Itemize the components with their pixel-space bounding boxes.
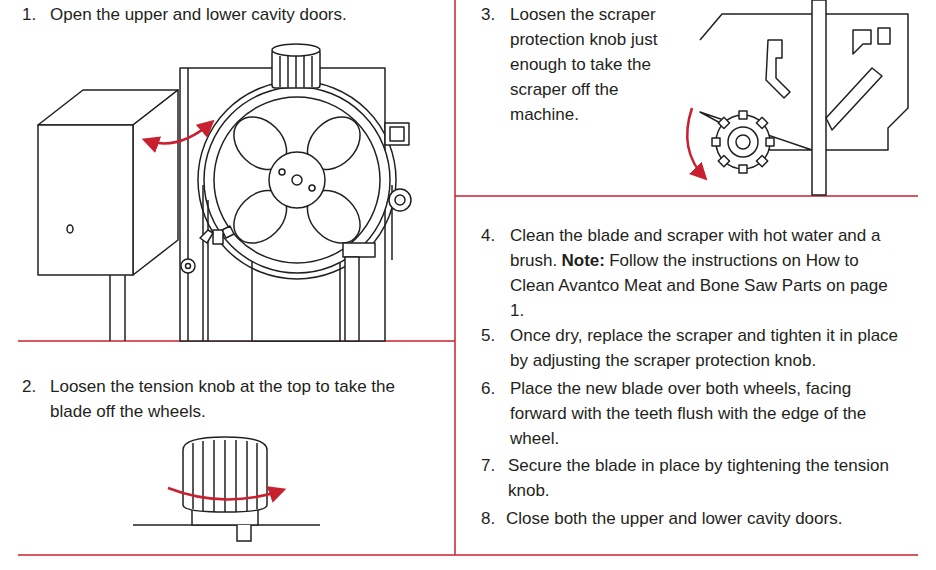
step-text: Once dry, replace the scraper and tighte… bbox=[510, 323, 905, 373]
step-number: 6. bbox=[481, 376, 505, 401]
step-text: Loosen the scraper protection knob just … bbox=[510, 2, 678, 127]
step-text: Open the upper and lower cavity doors. bbox=[50, 2, 450, 27]
step-number: 1. bbox=[22, 2, 46, 27]
step-text: Close both the upper and lower cavity do… bbox=[506, 506, 906, 531]
step-text: Secure the blade in place by tightening … bbox=[508, 453, 903, 503]
step-number: 4. bbox=[481, 223, 505, 248]
step-text: Place the new blade over both wheels, fa… bbox=[510, 376, 905, 451]
tension-knob-illustration bbox=[133, 437, 320, 541]
knob-arrow bbox=[168, 488, 283, 500]
step-number: 7. bbox=[481, 453, 505, 478]
scraper-illustration bbox=[700, 0, 908, 195]
scraper-knob-arrow bbox=[687, 108, 705, 178]
step-number: 3. bbox=[481, 2, 505, 27]
step-text: Loosen the tension knob at the top to ta… bbox=[50, 374, 430, 424]
saw-illustration bbox=[38, 44, 411, 341]
door-arrow bbox=[145, 122, 212, 143]
step-number: 2. bbox=[22, 374, 46, 399]
divider-lines bbox=[18, 0, 918, 555]
step-text: Clean the blade and scraper with hot wat… bbox=[510, 223, 902, 323]
note-label: Note: bbox=[562, 251, 605, 270]
step-number: 8. bbox=[481, 506, 505, 531]
step-number: 5. bbox=[481, 323, 505, 348]
